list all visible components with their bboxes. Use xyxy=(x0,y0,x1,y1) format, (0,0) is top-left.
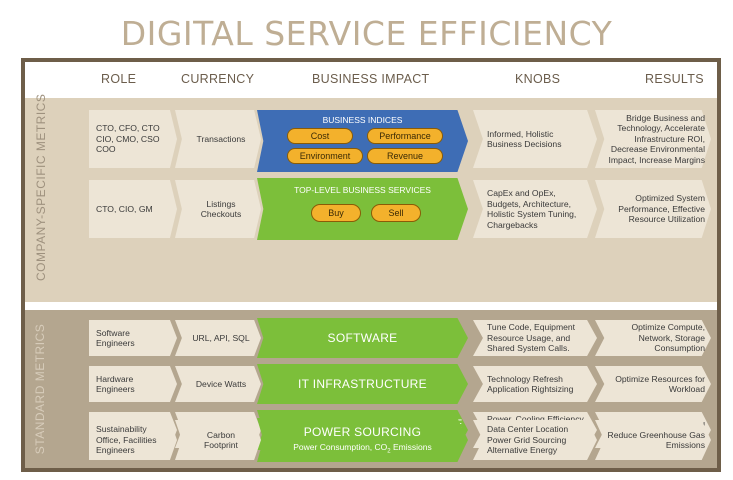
header-currency: CURRENCY xyxy=(181,72,255,86)
results-cell-bg xyxy=(595,180,711,238)
software-title: SOFTWARE xyxy=(327,331,398,345)
page-title: DIGITAL SERVICE EFFICIENCY xyxy=(120,14,613,53)
header-results: RESULTS xyxy=(645,72,704,86)
pill-environment: Environment xyxy=(287,148,363,164)
currency-cell: Device Watts xyxy=(195,378,247,389)
knobs-cell: CapEx and OpEx, Budgets, Architecture, H… xyxy=(487,188,577,230)
role-cell-bg xyxy=(89,180,177,238)
currency-cell-bg xyxy=(175,366,261,402)
role-cell: Hardware Engineers xyxy=(96,373,135,395)
knobs-cell: Tune Code, Equipment Resource Usage, and… xyxy=(487,322,576,354)
currency-cell: URL, API, SQL xyxy=(192,332,250,343)
company-specific-band: COMPANY-SPECIFIC METRICS CTO, CFO, CTO C… xyxy=(25,93,717,302)
currency-cell-bg xyxy=(175,180,261,238)
currency-cell-bg xyxy=(175,320,261,356)
currency-cell: Listings Checkouts xyxy=(200,198,242,220)
role-cell: Software Engineers xyxy=(96,327,135,349)
pill-cost: Cost xyxy=(287,128,353,144)
knobs-cell-bg xyxy=(473,180,597,238)
knobs-cell: Informed, Holistic Business Decisions xyxy=(487,128,562,150)
standard-row-4-layer xyxy=(25,310,717,468)
results-cell: Bridge Business and Technology, Accelera… xyxy=(608,112,705,165)
currency-cell-bg xyxy=(175,110,261,168)
it-infrastructure-title: IT INFRASTRUCTURE xyxy=(298,377,427,391)
section-divider xyxy=(25,302,717,310)
header-role: ROLE xyxy=(101,72,137,86)
pill-performance: Performance xyxy=(367,128,443,144)
role-cell-bg xyxy=(89,110,177,168)
it-infrastructure-arrow: IT INFRASTRUCTURE xyxy=(257,364,468,404)
results-cell: Optimized System Performance, Effective … xyxy=(618,193,705,225)
pill-revenue: Revenue xyxy=(367,148,443,164)
role-cell-bg xyxy=(89,320,177,356)
results-cell-bg xyxy=(595,320,711,356)
header-business-impact: BUSINESS IMPACT xyxy=(312,72,430,86)
top-level-services-title: TOP-LEVEL BUSINESS SERVICES xyxy=(294,185,431,195)
role-cell: CTO, CFO, CTO CIO, CMO, CSO COO xyxy=(96,123,160,155)
business-indices-title: BUSINESS INDICES xyxy=(322,115,403,125)
knobs-cell: Technology Refresh Application Rightsizi… xyxy=(487,373,574,395)
knobs-cell-bg xyxy=(473,366,597,402)
results-cell: Optimize Resources for Workload xyxy=(615,373,705,395)
role-cell: CTO, CIO, GM xyxy=(96,203,153,214)
currency-cell: Transactions xyxy=(196,133,246,144)
knobs-cell-bg xyxy=(473,320,597,356)
pill-sell: Sell xyxy=(371,204,421,222)
role-cell-bg xyxy=(89,366,177,402)
diagram-frame: ROLE CURRENCY BUSINESS IMPACT KNOBS RESU… xyxy=(21,58,721,472)
header-row: ROLE CURRENCY BUSINESS IMPACT KNOBS RESU… xyxy=(25,62,717,98)
results-cell-bg xyxy=(595,366,711,402)
software-arrow: SOFTWARE xyxy=(257,318,468,358)
results-cell: Optimize Compute, Network, Storage Consu… xyxy=(631,322,705,354)
company-specific-label: COMPANY-SPECIFIC METRICS xyxy=(34,93,48,281)
top-level-services-arrow: TOP-LEVEL BUSINESS SERVICES xyxy=(257,178,468,240)
pill-buy: Buy xyxy=(311,204,361,222)
header-knobs: KNOBS xyxy=(515,72,561,86)
results-cell-bg xyxy=(595,110,711,168)
knobs-cell-bg xyxy=(473,110,597,168)
